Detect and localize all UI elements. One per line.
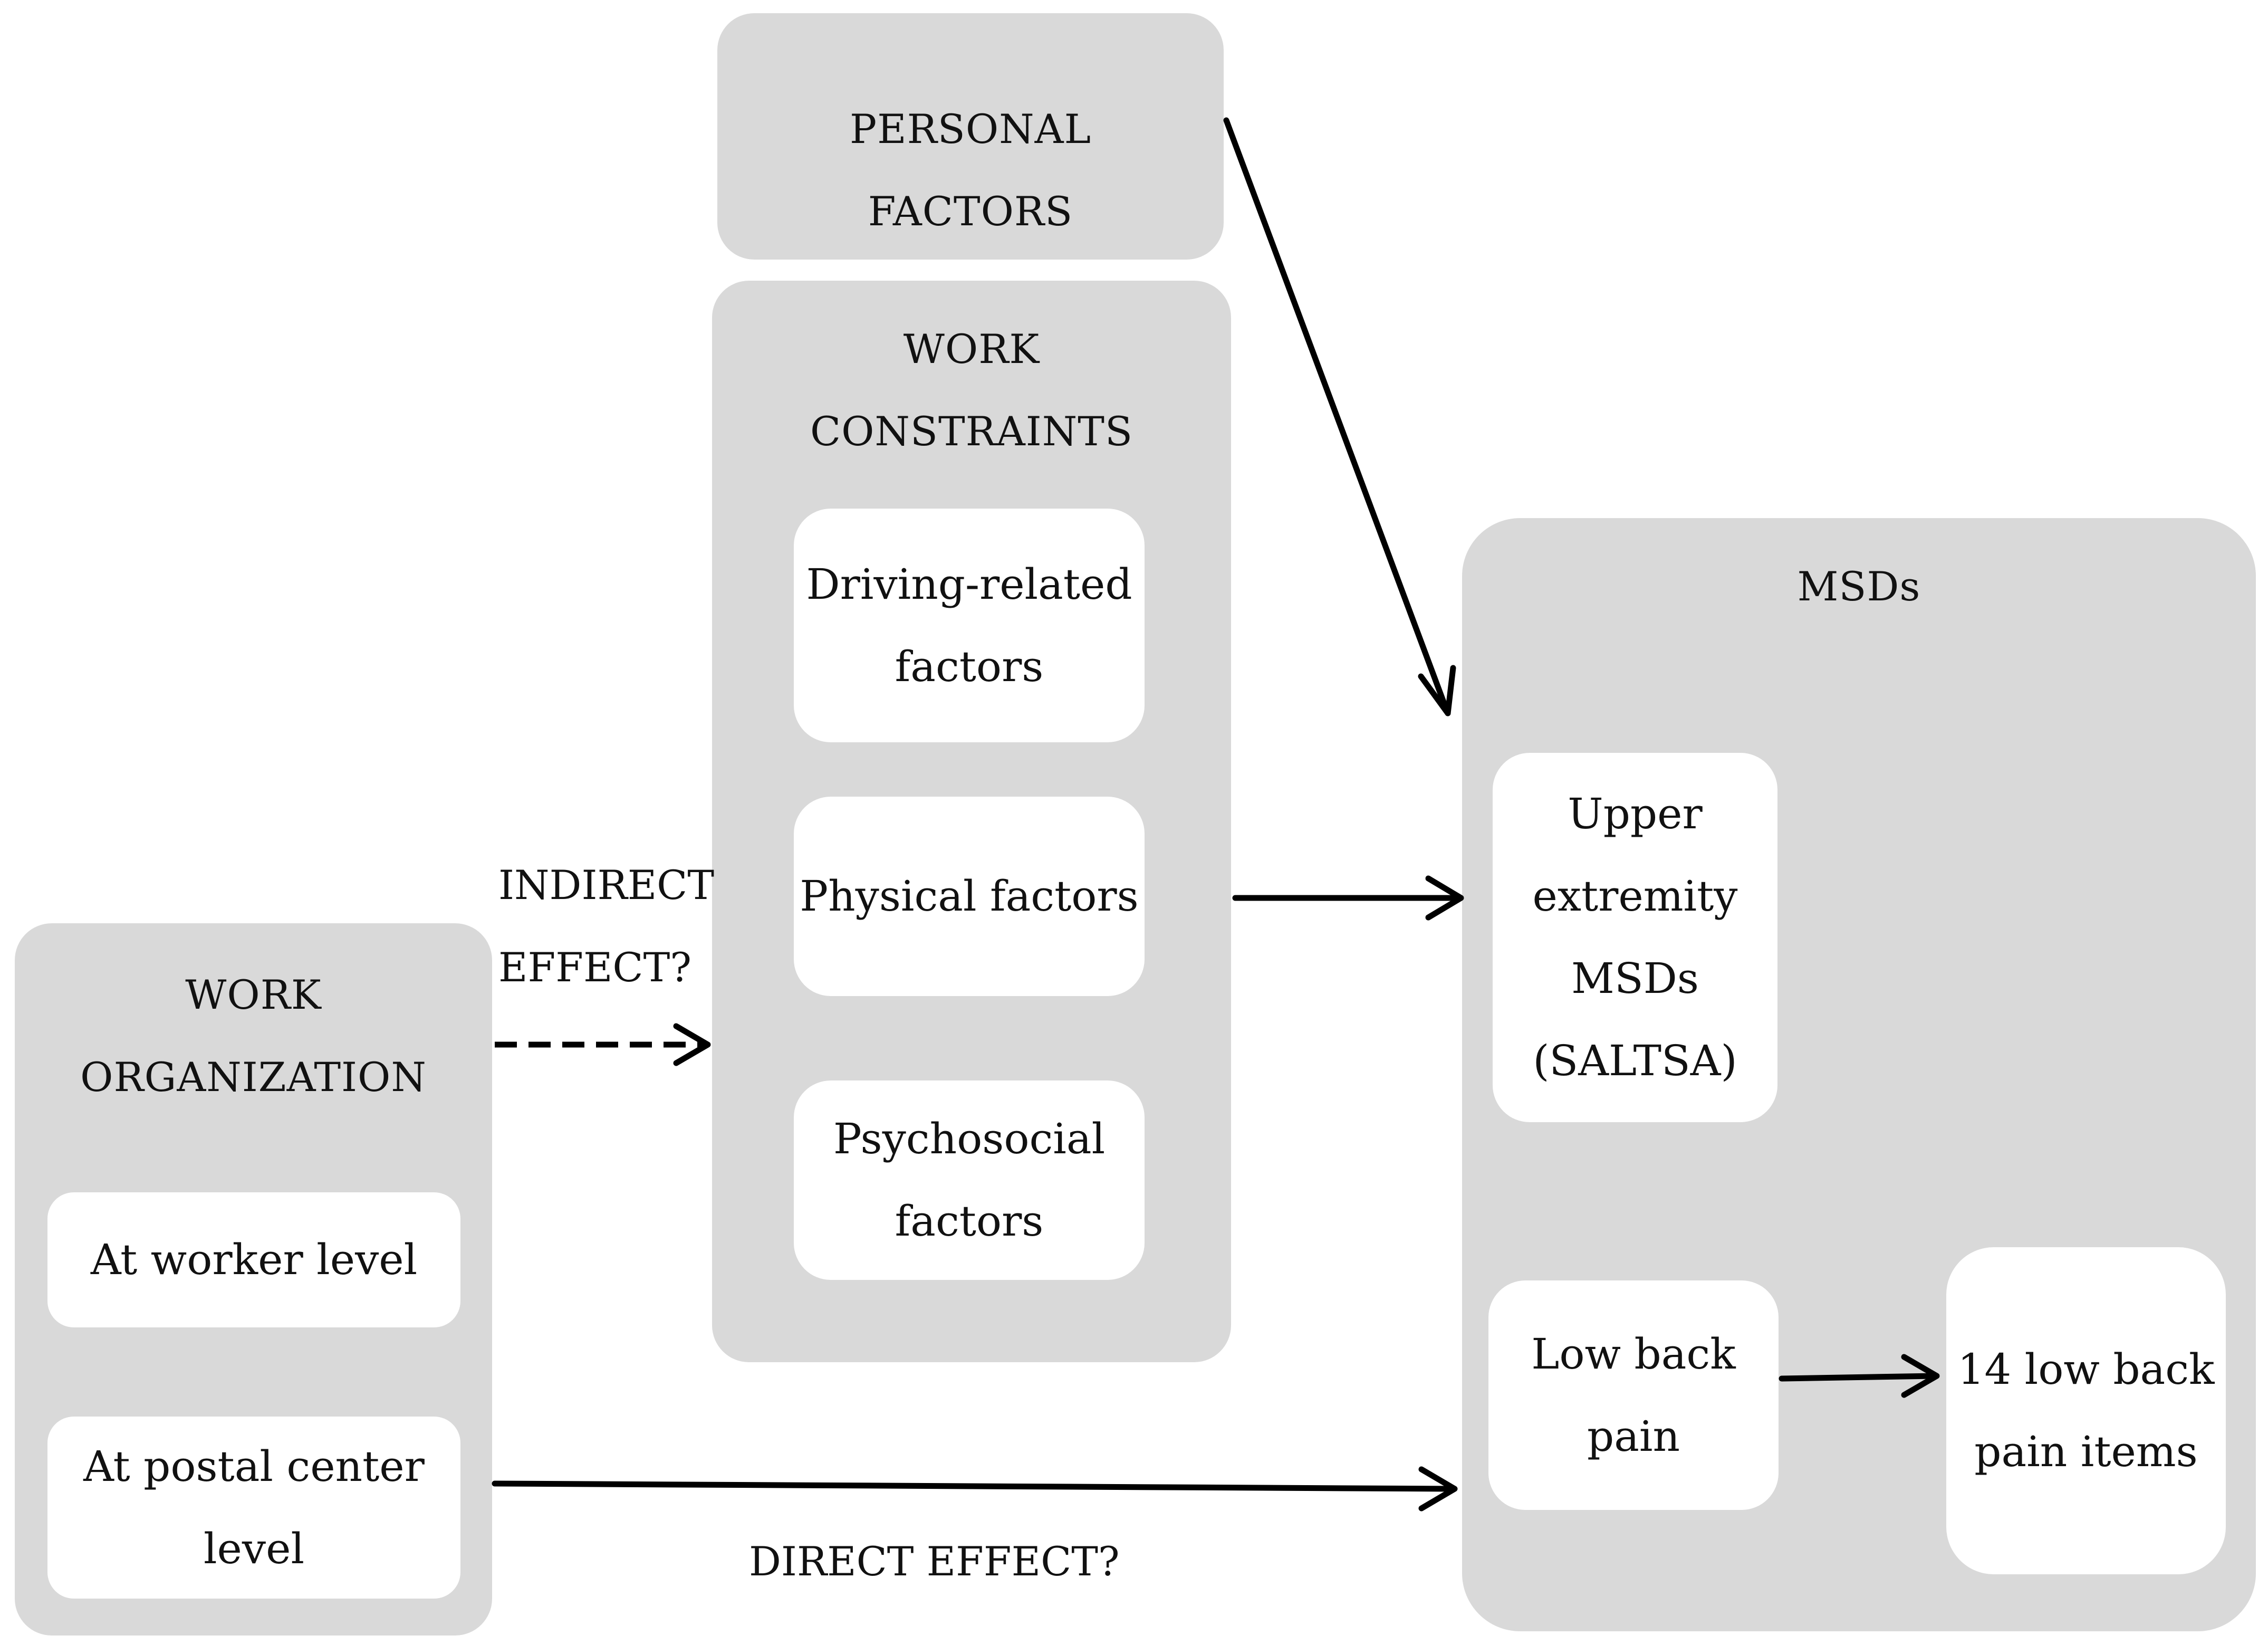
upper-extremity-line4: (SALTSA) xyxy=(1533,1036,1737,1085)
upper-extremity-line1: Upper xyxy=(1568,789,1703,838)
worker-level-label: At worker level xyxy=(90,1235,418,1284)
low-back-pain-line1: Low back xyxy=(1531,1329,1736,1379)
low-back-to-items-arrowhead xyxy=(1901,1354,1940,1398)
psychosocial-factors-line2: factors xyxy=(895,1197,1044,1246)
psychosocial-factors-line1: Psychosocial xyxy=(833,1114,1106,1163)
personal-to-msds-arrowhead xyxy=(1418,665,1456,716)
personal-factors-title-line2: FACTORS xyxy=(868,188,1073,235)
work-constraints-box: WORK CONSTRAINTS Driving-related factors… xyxy=(712,281,1231,1362)
work-organization-box: WORK ORGANIZATION At worker level At pos… xyxy=(15,923,492,1636)
work-organization-title-line2: ORGANIZATION xyxy=(80,1054,427,1101)
work-organization-title-line1: WORK xyxy=(185,971,322,1018)
physical-factors-label: Physical factors xyxy=(800,872,1139,921)
msds-box: MSDs Upper extremity MSDs (SALTSA) Low b… xyxy=(1462,518,2256,1631)
low-back-to-items-arrow xyxy=(1779,1373,1938,1382)
low-back-pain-items-line1: 14 low back xyxy=(1957,1345,2215,1394)
upper-extremity-line2: extremity xyxy=(1532,872,1738,921)
direct-effect-label: DIRECT EFFECT? xyxy=(749,1538,1120,1585)
low-back-pain-items-line2: pain items xyxy=(1974,1427,2198,1476)
work-constraints-title-line1: WORK xyxy=(903,326,1040,372)
constraints-to-msds-arrowhead xyxy=(1425,875,1464,921)
indirect-effect-label-line2: EFFECT? xyxy=(498,944,692,991)
work-constraints-title-line2: CONSTRAINTS xyxy=(810,408,1133,455)
direct-effect-arrow xyxy=(492,1480,1455,1492)
driving-related-factors-line2: factors xyxy=(895,642,1044,691)
personal-factors-box: PERSONAL FACTORS xyxy=(717,13,1224,260)
personal-factors-title-line1: PERSONAL xyxy=(849,106,1092,152)
low-back-pain-items-box: 14 low back pain items xyxy=(1946,1247,2226,1574)
low-back-pain-line2: pain xyxy=(1587,1411,1680,1461)
worker-level-box: At worker level xyxy=(47,1192,460,1327)
indirect-effect-label-line1: INDIRECT xyxy=(498,862,715,908)
personal-to-msds-arrow xyxy=(1223,117,1451,716)
low-back-pain-box: Low back pain xyxy=(1488,1280,1779,1510)
driving-related-factors-box: Driving-related factors xyxy=(794,509,1145,742)
upper-extremity-msds-box: Upper extremity MSDs (SALTSA) xyxy=(1493,753,1777,1122)
msds-title: MSDs xyxy=(1797,563,1921,610)
indirect-effect-arrowhead xyxy=(673,1023,711,1066)
upper-extremity-line3: MSDs xyxy=(1571,954,1699,1003)
postal-center-level-line1: At postal center xyxy=(83,1441,425,1491)
direct-effect-arrowhead xyxy=(1418,1466,1458,1512)
physical-factors-box: Physical factors xyxy=(794,797,1145,996)
postal-center-level-box: At postal center level xyxy=(47,1417,460,1599)
postal-center-level-line2: level xyxy=(203,1524,305,1573)
driving-related-factors-line1: Driving-related xyxy=(806,559,1132,609)
psychosocial-factors-box: Psychosocial factors xyxy=(794,1080,1145,1280)
